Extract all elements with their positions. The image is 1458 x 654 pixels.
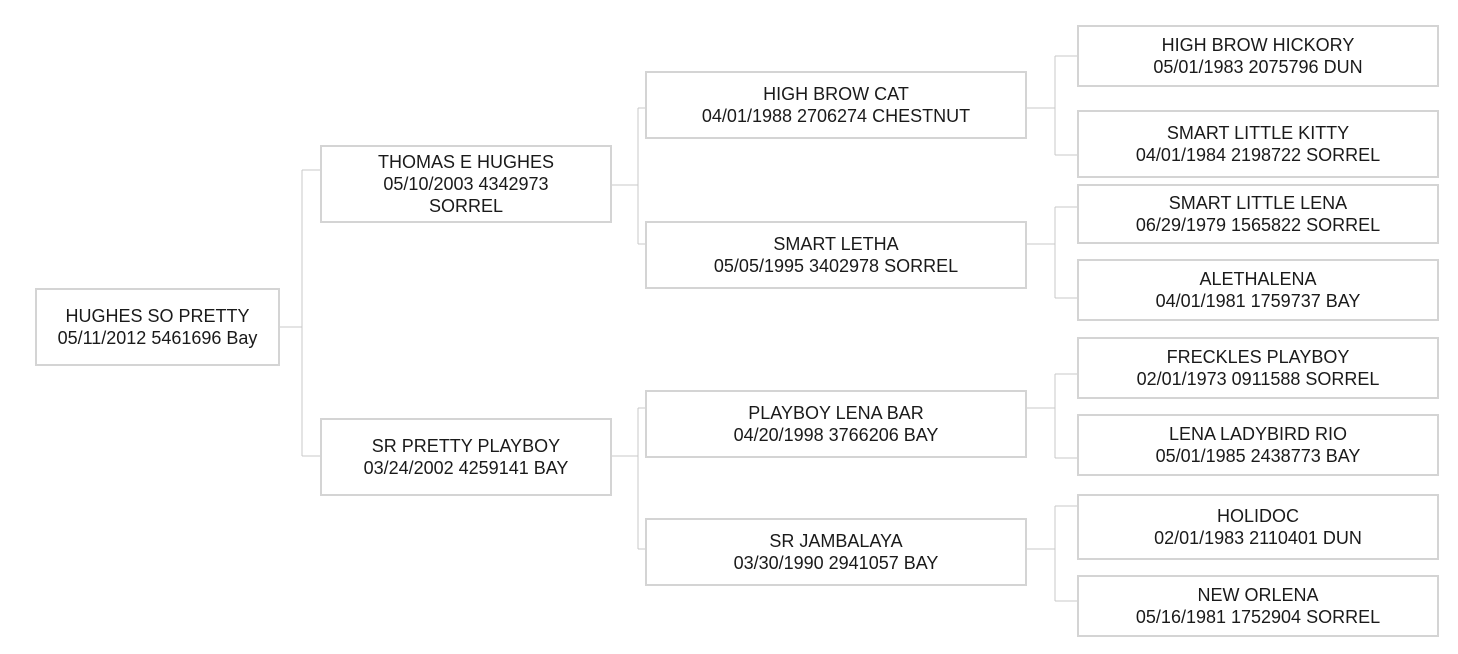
horse-name: FRECKLES PLAYBOY [1166, 347, 1350, 367]
horse-sire-dam-sire[interactable]: SMART LITTLE LENA 06/29/1979 1565822 SOR… [1077, 184, 1439, 244]
horse-dam-dam-sire[interactable]: HOLIDOC 02/01/1983 2110401 DUN [1077, 494, 1439, 560]
horse-details: 02/01/1983 2110401 DUN [1154, 528, 1362, 548]
horse-details: 03/30/1990 2941057 BAY [733, 553, 939, 573]
horse-details: SORREL [428, 196, 504, 216]
horse-name: PLAYBOY LENA BAR [748, 403, 924, 423]
horse-name: HOLIDOC [1216, 506, 1299, 526]
horse-details: 06/29/1979 1565822 SORREL [1135, 215, 1381, 235]
horse-sire-sire-dam[interactable]: SMART LITTLE KITTY 04/01/1984 2198722 SO… [1077, 110, 1439, 178]
connector-dam-dam [1027, 505, 1077, 602]
horse-dam-dam-dam[interactable]: NEW ORLENA 05/16/1981 1752904 SORREL [1077, 575, 1439, 637]
horse-name: SMART LETHA [773, 234, 899, 254]
horse-sire-sire-sire[interactable]: HIGH BROW HICKORY 05/01/1983 2075796 DUN [1077, 25, 1439, 87]
connector-sire [612, 107, 645, 245]
horse-name: LENA LADYBIRD RIO [1168, 424, 1348, 444]
horse-sire-dam[interactable]: SMART LETHA 05/05/1995 3402978 SORREL [645, 221, 1027, 289]
horse-details: 04/01/1984 2198722 SORREL [1135, 145, 1381, 165]
horse-dam-sire-dam[interactable]: LENA LADYBIRD RIO 05/01/1985 2438773 BAY [1077, 414, 1439, 476]
horse-name: THOMAS E HUGHES [377, 152, 555, 172]
horse-name: SMART LITTLE LENA [1168, 193, 1348, 213]
horse-name: NEW ORLENA [1197, 585, 1319, 605]
connector-sire-sire [1027, 55, 1077, 156]
horse-details: 05/01/1983 2075796 DUN [1153, 57, 1363, 77]
connector-dam-sire [1027, 373, 1077, 459]
horse-details: 05/11/2012 5461696 Bay [57, 328, 258, 348]
horse-sire-sire[interactable]: HIGH BROW CAT 04/01/1988 2706274 CHESTNU… [645, 71, 1027, 139]
horse-name: HUGHES SO PRETTY [65, 306, 250, 326]
horse-details: 04/01/1988 2706274 CHESTNUT [701, 106, 971, 126]
horse-name: SR PRETTY PLAYBOY [371, 436, 561, 456]
horse-details: 05/16/1981 1752904 SORREL [1135, 607, 1381, 627]
horse-details: 04/20/1998 3766206 BAY [733, 425, 939, 445]
horse-name: SR JAMBALAYA [769, 531, 903, 551]
horse-details: 03/24/2002 4259141 BAY [363, 458, 569, 478]
horse-details: 04/01/1981 1759737 BAY [1155, 291, 1361, 311]
horse-details: 05/05/1995 3402978 SORREL [713, 256, 959, 276]
horse-details: 02/01/1973 0911588 SORREL [1136, 369, 1380, 389]
horse-dam-sire-sire[interactable]: FRECKLES PLAYBOY 02/01/1973 0911588 SORR… [1077, 337, 1439, 399]
horse-name: HIGH BROW HICKORY [1161, 35, 1355, 55]
connector-sire-dam [1027, 206, 1077, 299]
horse-name: SMART LITTLE KITTY [1166, 123, 1350, 143]
horse-details: 05/10/2003 4342973 [383, 174, 549, 194]
horse-name: ALETHALENA [1199, 269, 1317, 289]
horse-sire-dam-dam[interactable]: ALETHALENA 04/01/1981 1759737 BAY [1077, 259, 1439, 321]
connector-subject [280, 169, 320, 457]
horse-details: 05/01/1985 2438773 BAY [1155, 446, 1361, 466]
horse-dam[interactable]: SR PRETTY PLAYBOY 03/24/2002 4259141 BAY [320, 418, 612, 496]
connector-dam [612, 407, 645, 550]
horse-dam-sire[interactable]: PLAYBOY LENA BAR 04/20/1998 3766206 BAY [645, 390, 1027, 458]
horse-sire[interactable]: THOMAS E HUGHES 05/10/2003 4342973 SORRE… [320, 145, 612, 223]
horse-dam-dam[interactable]: SR JAMBALAYA 03/30/1990 2941057 BAY [645, 518, 1027, 586]
horse-name: HIGH BROW CAT [763, 84, 909, 104]
horse-subject[interactable]: HUGHES SO PRETTY 05/11/2012 5461696 Bay [35, 288, 280, 366]
